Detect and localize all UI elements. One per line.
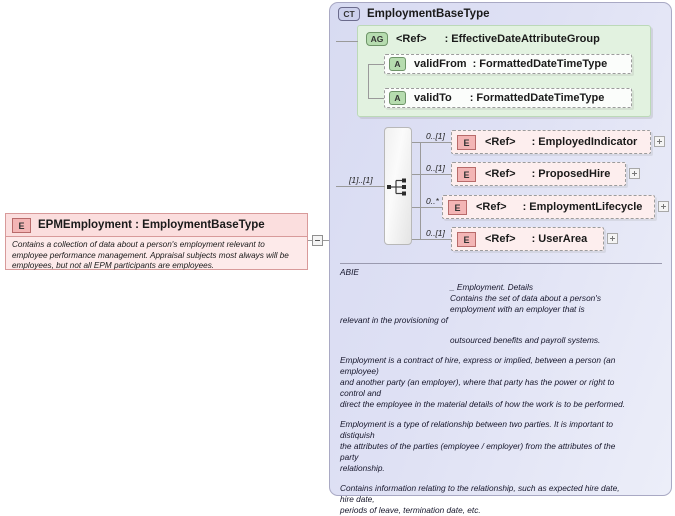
documentation-title-line: _ Employment. Details [450,282,534,292]
element-type: : EmploymentLifecycle [522,201,643,213]
attribute-badge-icon: A [389,91,406,105]
element-ref: <Ref> [476,201,507,213]
documentation-area: ABIE _ Employment. Details Contains the … [338,267,666,516]
attribute-name: validTo [414,92,452,104]
element-type: : EmployedIndicator [531,136,638,148]
element-cardinality: 0..[1] [426,131,445,141]
attribute-group-type: : EffectiveDateAttributeGroup [444,33,600,45]
element-badge-icon: E [457,166,476,182]
sequence-icon [387,178,406,196]
attribute-badge-icon: A [389,57,406,71]
documentation-paragraph-4: Contains information relating to the rel… [340,483,620,515]
expand-plus-icon-userarea[interactable] [607,233,618,244]
element-badge-icon: E [12,217,31,233]
element-row-proposedhire[interactable]: E <Ref> : ProposedHire [451,162,626,186]
documentation-spacer [338,326,666,335]
connector-to-attribute-group [336,41,358,42]
attr-tree-branch-validto [368,98,384,99]
element-cardinality: 0..* [426,196,439,206]
connector-to-sequence [336,186,385,187]
connector-row-1 [412,142,451,143]
attributegroup-badge-icon: AG [366,32,388,46]
documentation-abie-label: ABIE [340,267,359,277]
expand-plus-icon-employmentlifecycle[interactable] [658,201,669,212]
documentation-separator [340,263,662,264]
attr-tree-trunk [368,64,369,98]
element-cardinality: 0..[1] [426,228,445,238]
documentation-intro-line-2: employment with an employer that is [450,304,585,314]
element-ref: <Ref> [485,233,516,245]
element-type: : UserArea [531,233,588,245]
sequence-node[interactable] [384,127,412,245]
element-box-epmemployment[interactable]: E EPMEmployment : EmploymentBaseType Con… [5,213,308,270]
expand-plus-icon-proposedhire[interactable] [629,168,640,179]
attribute-name: validFrom [414,58,467,70]
attribute-row-validto[interactable]: A validTo : FormattedDateTimeType [384,88,632,108]
attribute-row-validfrom[interactable]: A validFrom : FormattedDateTimeType [384,54,632,74]
documentation-intro-line-1: Contains the set of data about a person'… [450,293,602,303]
element-documentation: Contains a collection of data about a pe… [12,240,289,271]
documentation-intro-left: relevant in the provisioning of [340,315,448,325]
connector-row-4 [412,239,451,240]
element-type: : ProposedHire [531,168,611,180]
attribute-group-box[interactable]: AG <Ref> : EffectiveDateAttributeGroup A… [357,25,651,117]
documentation-paragraph-3: Employment is a type of relationship bet… [340,419,616,473]
element-row-userarea[interactable]: E <Ref> : UserArea [451,227,604,251]
attribute-group-ref: <Ref> [396,33,427,45]
documentation-paragraph-2: Employment is a contract of hire, expres… [340,355,626,409]
attribute-type: : FormattedDateTimeType [472,58,608,70]
element-badge-icon: E [448,199,467,215]
element-badge-icon: E [457,134,476,150]
documentation-spacer [338,346,666,355]
attribute-group-header: AG <Ref> : EffectiveDateAttributeGroup [366,32,600,46]
children-tree-trunk [420,142,421,239]
element-title: EPMEmployment : EmploymentBaseType [38,219,265,231]
connector-row-3 [412,207,442,208]
element-ref: <Ref> [485,168,516,180]
expand-plus-icon-employedindicator[interactable] [654,136,665,147]
element-row-employedindicator[interactable]: E <Ref> : EmployedIndicator [451,130,651,154]
sequence-cardinality: [1]..[1] [349,175,373,185]
element-ref: <Ref> [485,136,516,148]
element-badge-icon: E [457,231,476,247]
connector-row-2 [412,174,451,175]
element-cardinality: 0..[1] [426,163,445,173]
complextype-badge-icon: CT [338,7,360,21]
documentation-spacer [338,410,666,419]
documentation-spacer [338,474,666,483]
element-row-employmentlifecycle[interactable]: E <Ref> : EmploymentLifecycle [442,195,655,219]
documentation-intro-line-3: outsourced benefits and payroll systems. [450,335,601,345]
complextype-header: CT EmploymentBaseType [338,7,490,21]
attribute-type: : FormattedDateTimeType [469,92,605,104]
complextype-panel-employmentbasetype: CT EmploymentBaseType AG <Ref> : Effecti… [329,2,672,515]
connector-left-to-toggle [308,240,313,241]
collapse-toggle-minus-icon[interactable] [312,235,323,246]
element-box-header: E EPMEmployment : EmploymentBaseType [6,214,307,237]
attr-tree-branch-validfrom [368,64,384,65]
complextype-title: EmploymentBaseType [367,8,490,20]
